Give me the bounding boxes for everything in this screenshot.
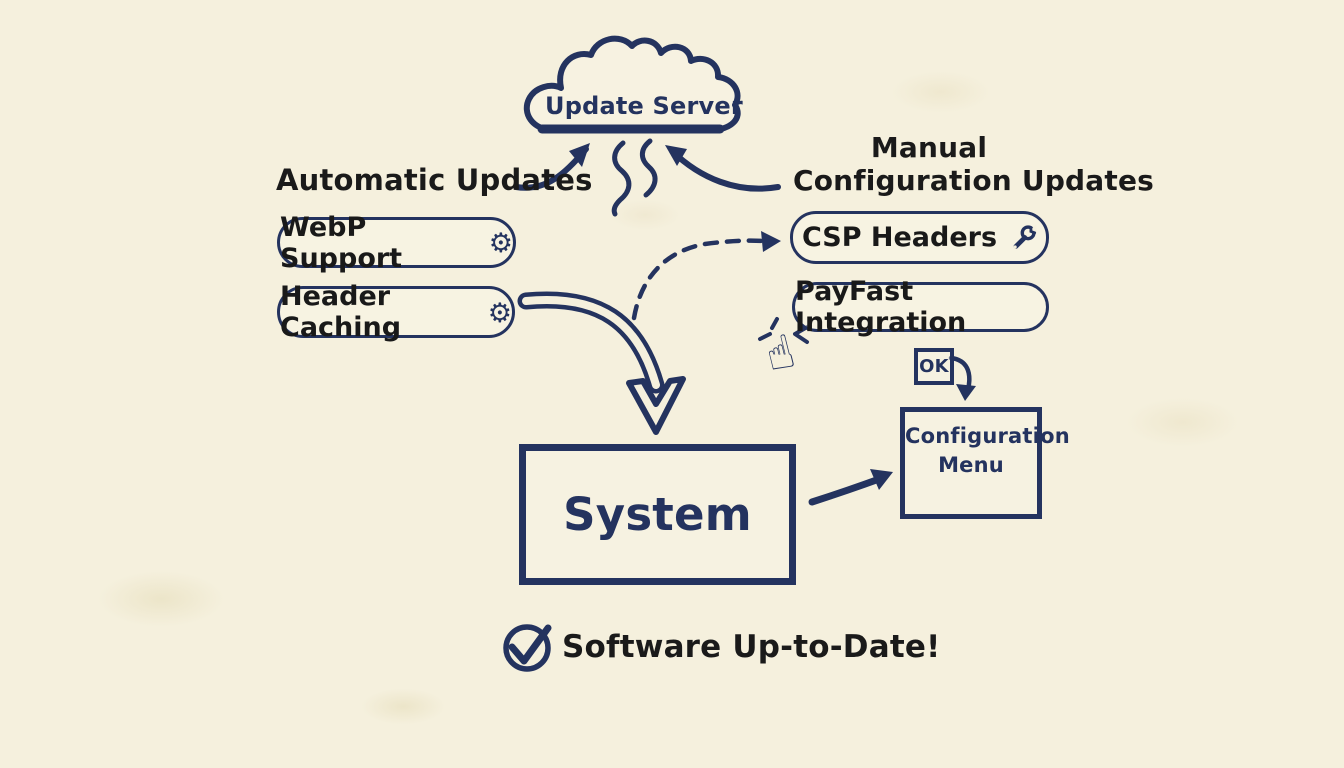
- system-to-menu-arrowhead: [870, 469, 893, 490]
- automatic-updates-label: Automatic Updates: [276, 163, 593, 197]
- csp-headers-label: CSP Headers: [801, 222, 998, 253]
- system-to-menu-arrow: [808, 474, 886, 506]
- signal-squiggle-1: [611, 140, 632, 217]
- check-circle: [503, 624, 551, 672]
- pill-header-caching[interactable]: Header Caching ⚙: [277, 281, 515, 343]
- big-arrow-outer: [517, 291, 665, 394]
- wrench-icon: [1013, 223, 1038, 249]
- gear-icon: ⚙: [487, 297, 512, 329]
- check-icon: [508, 624, 552, 665]
- gear-icon: ⚙: [488, 228, 513, 259]
- ok-to-menu-arrowhead: [956, 384, 976, 401]
- pill-csp-headers[interactable]: CSP Headers: [790, 211, 1049, 264]
- header-caching-label: Header Caching: [280, 281, 402, 343]
- manual-config-line2: Configuration Updates: [793, 164, 1155, 197]
- configuration-menu-box[interactable]: Configuration Menu: [900, 407, 1070, 519]
- payfast-integration-label: PayFast Integration: [795, 276, 967, 338]
- ok-button[interactable]: OK: [914, 348, 954, 385]
- configuration-menu-line1: Configuration: [905, 424, 1070, 448]
- dashed-arrow-arrowhead: [761, 231, 781, 252]
- hand-cursor-icon[interactable]: ☝: [759, 323, 801, 383]
- status-label: Software Up-to-Date!: [562, 629, 941, 665]
- pill-webp-support[interactable]: WebP Support ⚙: [277, 212, 516, 274]
- manual-updates-arrowhead: [665, 145, 687, 166]
- update-server-label: Update Server: [545, 92, 743, 120]
- dashed-arrow-to-csp: [631, 238, 765, 321]
- manual-config-line1: Manual: [870, 131, 988, 164]
- big-arrow-inner: [522, 296, 660, 389]
- big-arrowhead: [626, 376, 686, 435]
- pill-payfast-integration[interactable]: PayFast Integration: [792, 276, 1049, 338]
- system-box[interactable]: System: [519, 444, 796, 585]
- system-label: System: [563, 488, 752, 541]
- webp-support-label: WebP Support: [280, 211, 403, 274]
- manual-updates-arrow: [669, 148, 781, 192]
- configuration-menu-line2: Menu: [938, 453, 1004, 477]
- ok-label: OK: [919, 356, 949, 377]
- signal-squiggle-2: [639, 138, 658, 198]
